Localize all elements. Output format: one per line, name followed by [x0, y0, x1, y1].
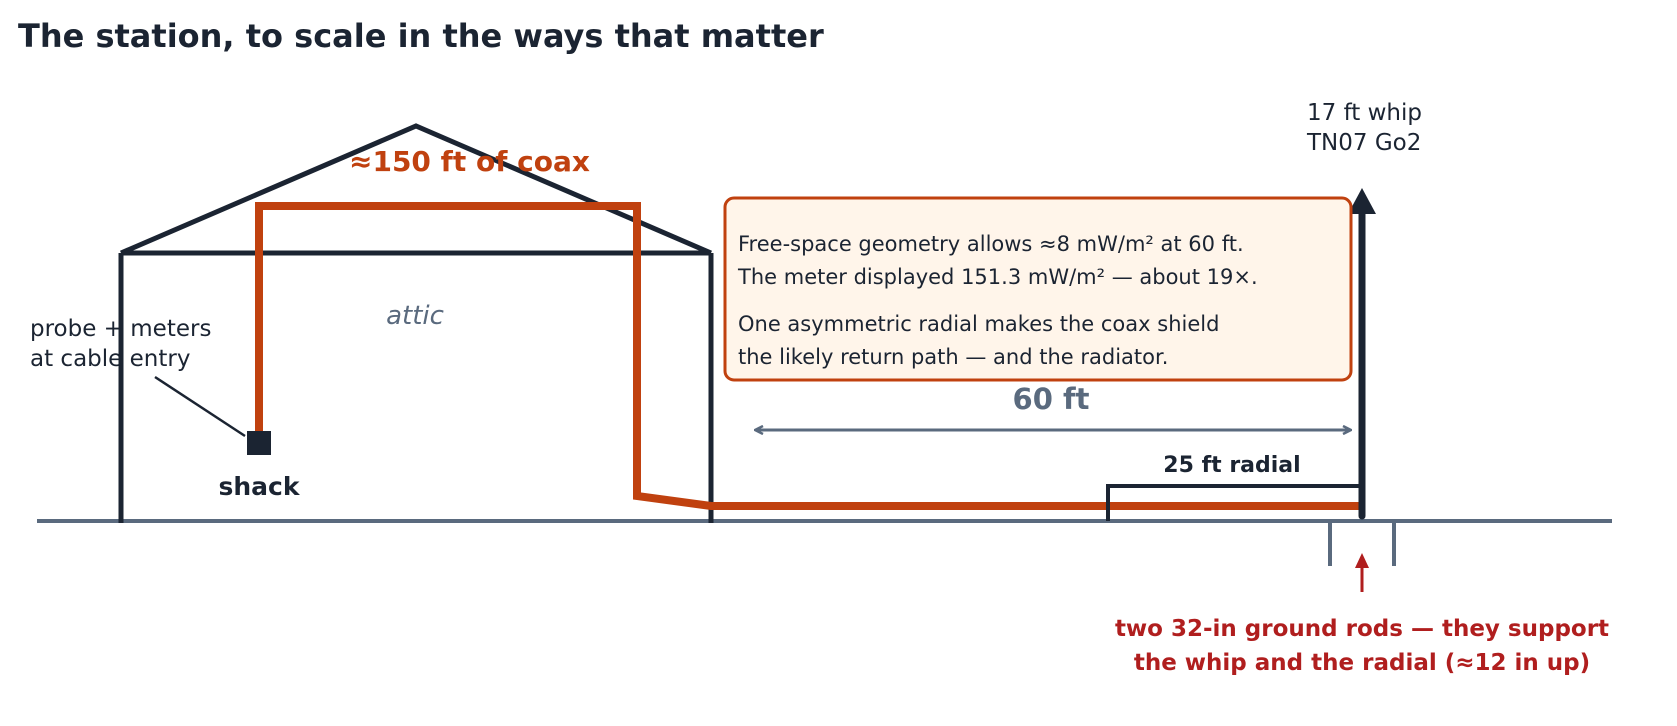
antenna-label-1: 17 ft whip	[1307, 100, 1422, 126]
callout-line-4: the likely return path — and the radiato…	[738, 345, 1168, 369]
page-title: The station, to scale in the ways that m…	[18, 17, 824, 55]
shack-label: shack	[219, 472, 301, 501]
coax-label: ≈150 ft of coax	[349, 145, 590, 178]
probe-label-1: probe + meters	[30, 316, 211, 342]
antenna-tip-arrow	[1348, 188, 1376, 214]
distance-label: 60 ft	[1013, 382, 1090, 416]
ground-rods-label-1: two 32-in ground rods — they support	[1115, 616, 1609, 642]
probe-label-2: at cable entry	[30, 346, 190, 372]
shack-box	[247, 431, 271, 455]
callout-box	[723, 196, 1353, 382]
ground-rods-label-2: the whip and the radial (≈12 in up)	[1134, 650, 1590, 676]
house	[118, 123, 714, 523]
ground-rods-arrow-head	[1355, 553, 1369, 568]
callout-line-1: Free-space geometry allows ≈8 mW/m² at 6…	[738, 232, 1244, 256]
probe-pointer	[154, 375, 246, 438]
callout-line-2: The meter displayed 151.3 mW/m² — about …	[737, 265, 1258, 289]
attic-label: attic	[386, 301, 444, 331]
callout-line-3: One asymmetric radial makes the coax shi…	[738, 312, 1219, 336]
antenna-label-2: TN07 Go2	[1306, 130, 1421, 156]
radial-wire	[1106, 484, 1362, 521]
coax-run	[255, 202, 1362, 510]
radial-label: 25 ft radial	[1163, 453, 1300, 478]
house-roof	[120, 123, 712, 256]
